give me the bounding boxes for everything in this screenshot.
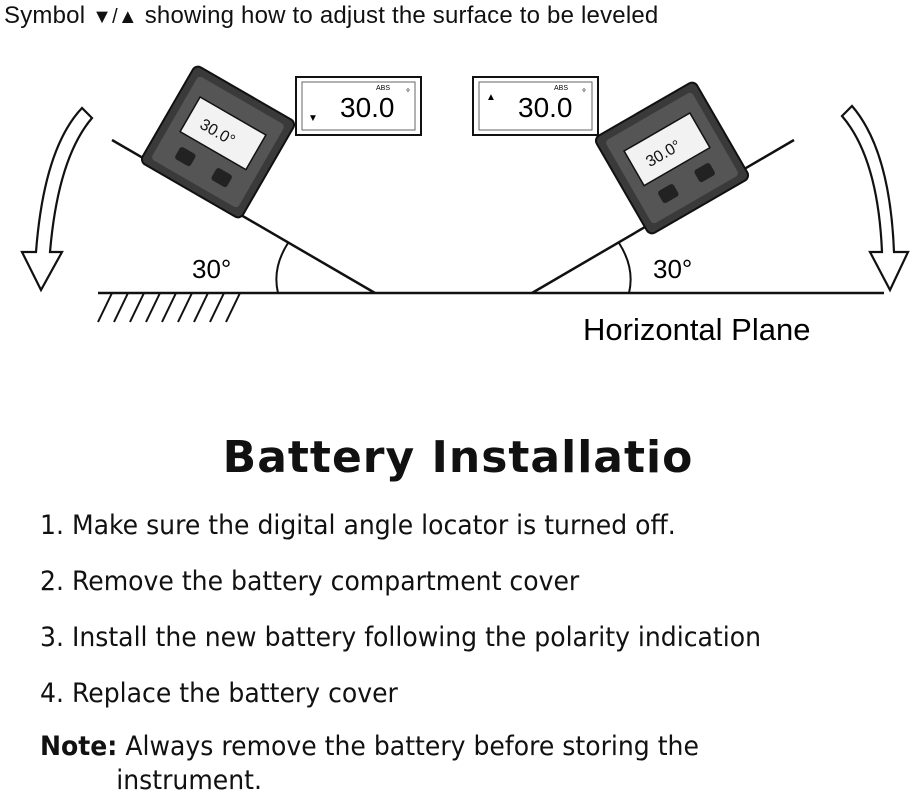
note-line2: instrument. [116, 765, 262, 796]
right-angle-label: 30° [653, 254, 692, 284]
battery-step: 1. Make sure the digital angle locator i… [40, 510, 676, 541]
right-callout-indicator: ▲ [486, 92, 496, 103]
left-callout-tag: ABS [376, 85, 390, 92]
battery-step: 4. Replace the battery cover [40, 678, 398, 709]
left-angle-arc [275, 242, 289, 294]
right-callout-reading: 30.0 [518, 92, 573, 123]
left-angle-device: 30.0° [140, 65, 296, 219]
battery-step: 2. Remove the battery compartment cover [40, 566, 580, 597]
top-caption: Symbol ▼/▲ showing how to adjust the sur… [4, 2, 658, 30]
battery-steps: 1. Make sure the digital angle locator i… [40, 506, 815, 730]
caption-suffix: showing how to adjust the surface to be … [144, 2, 659, 29]
caption-prefix: Symbol [4, 2, 86, 29]
left-callout-unit: ° [406, 88, 410, 99]
battery-note: Note: Always remove the battery before s… [40, 730, 840, 798]
horizontal-plane-label: Horizontal Plane [583, 312, 810, 347]
left-display-callout: ABS ▼ 30.0 ° [295, 76, 422, 136]
right-angle-arc [618, 242, 632, 294]
battery-step: 3. Install the new battery following the… [40, 622, 762, 653]
curved-down-arrow-icon [840, 104, 910, 293]
left-angle-label: 30° [192, 254, 231, 284]
note-label: Note: [40, 731, 118, 762]
note-line1: Always remove the battery before storing… [125, 731, 699, 762]
caption-symbols: ▼/▲ [92, 6, 138, 28]
left-callout-reading: 30.0 [340, 92, 395, 123]
left-callout-indicator: ▼ [308, 113, 318, 124]
ground-hatching [97, 292, 241, 323]
curved-down-arrow-icon [20, 106, 94, 293]
right-display-callout: ABS ▲ 30.0 ° [472, 76, 599, 136]
right-callout-unit: ° [582, 88, 586, 99]
right-callout-tag: ABS [554, 85, 568, 92]
leveling-diagram: 30° 30° Horizontal Plane 30.0° 30.0° ABS… [20, 65, 910, 347]
right-angle-device: 30.0° [594, 81, 750, 235]
battery-heading: Battery Installatio [222, 432, 694, 483]
